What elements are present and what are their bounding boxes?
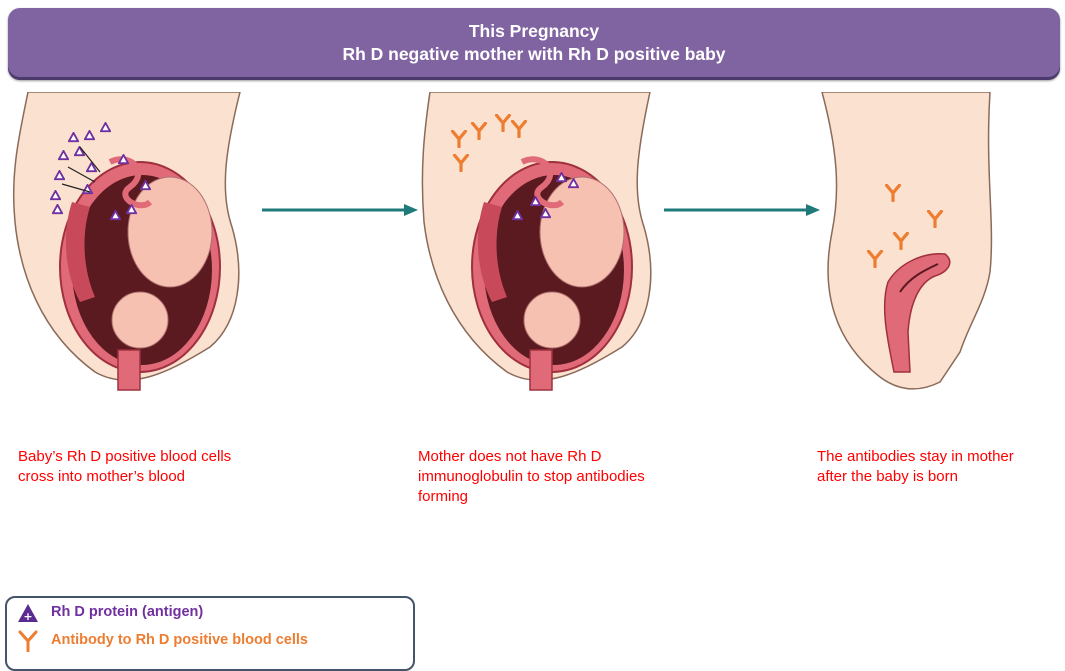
legend-antigen-label: Rh D protein (antigen): [51, 604, 203, 620]
postpartum-illustration: [810, 92, 1050, 412]
antigen-triangle-icon: +: [17, 603, 39, 623]
caption-1: Baby’s Rh D positive blood cells cross i…: [18, 447, 231, 487]
legend-antibody-label: Antibody to Rh D positive blood cells: [51, 632, 308, 648]
pregnancy-illustration-1: [0, 92, 250, 412]
svg-text:+: +: [23, 610, 32, 623]
antibody-y-icon: [17, 630, 39, 652]
pregnancy-illustration-2: [412, 92, 662, 412]
caption-2: Mother does not have Rh D immunoglobulin…: [418, 447, 645, 507]
legend-box: + Rh D protein (antigen) Antibody to Rh …: [5, 596, 415, 671]
title-line-2: Rh D negative mother with Rh D positive …: [8, 43, 1060, 66]
right-arrow-icon: [262, 202, 422, 218]
title-line-1: This Pregnancy: [8, 20, 1060, 43]
right-arrow-icon: [664, 202, 824, 218]
title-banner: This Pregnancy Rh D negative mother with…: [8, 8, 1060, 80]
caption-3: The antibodies stay in mother after the …: [817, 447, 1014, 487]
